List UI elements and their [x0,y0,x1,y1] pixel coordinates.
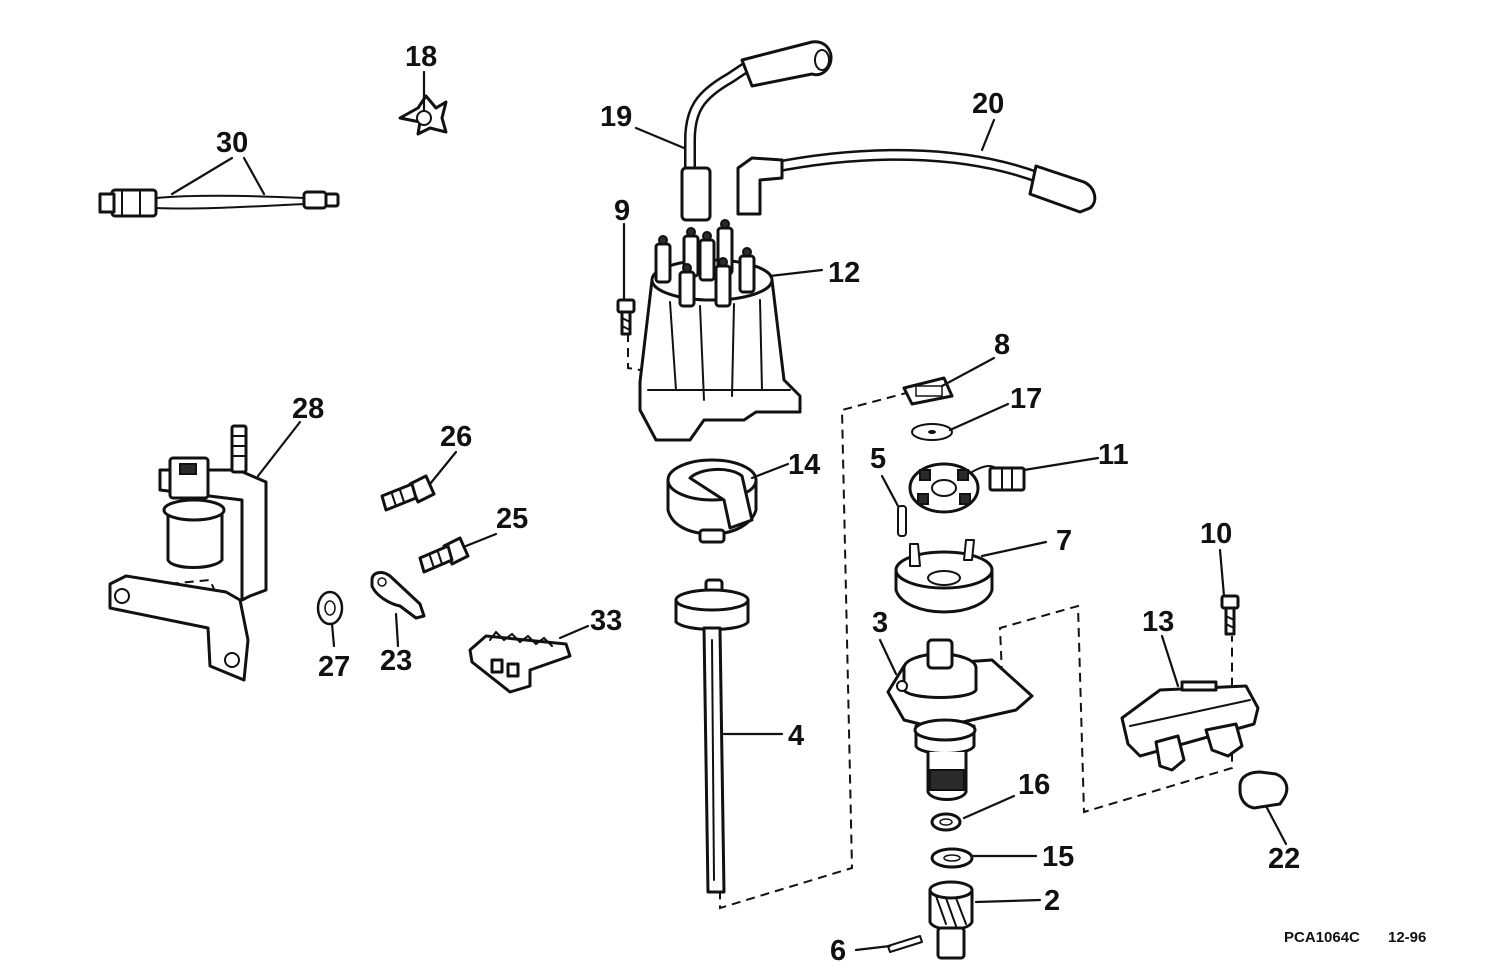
leader-6 [854,944,892,952]
part-7-pole-piece [894,539,994,614]
part-20-plug-lead [736,148,1097,216]
leader-8 [940,356,996,388]
part-6-roll-pin [887,935,923,953]
leader-26 [428,450,458,486]
part-9-screw [616,298,636,336]
part-12-distributor-cap [638,219,802,442]
part-28-ignition-coil [108,424,268,682]
part-19-coil-lead [680,40,833,222]
part-14-rotor [666,458,758,544]
part-27-washer [316,590,344,626]
leader-30b [242,156,266,196]
leader-3 [878,638,898,676]
date-code: 12-96 [1388,929,1426,946]
callout-26: 26 [440,421,472,453]
part-23-terminal [370,571,426,620]
callout-19: 19 [600,101,632,133]
leader-20 [980,118,996,152]
leader-11 [1022,456,1100,472]
callout-10: 10 [1200,518,1232,550]
part-4-shaft [674,578,750,894]
part-11-pickup-coil [908,462,1026,514]
part-10-screw [1220,594,1240,636]
part-3-housing [886,638,1034,801]
callout-30: 30 [216,127,248,159]
leader-30a [170,156,234,196]
callout-25: 25 [496,503,528,535]
callout-3: 3 [872,607,888,639]
callout-22: 22 [1268,843,1300,875]
part-8-plate [902,376,954,406]
callout-labels: 18 30 19 20 9 12 8 17 11 14 5 7 3 4 16 1… [216,41,1300,967]
part-22-cover [1238,770,1289,810]
leader-25 [464,532,498,548]
part-26-bolt [380,474,436,512]
leader-22 [1264,804,1288,846]
part-33-harness-clip [468,630,572,694]
callout-6: 6 [830,935,846,967]
callout-20: 20 [972,88,1004,120]
part-5-pin [897,505,907,537]
callout-8: 8 [994,329,1010,361]
callout-12: 12 [828,257,860,289]
drawing-code: PCA1064C [1284,929,1360,946]
leader-7 [980,540,1048,558]
part-17-washer [911,423,953,441]
callout-33: 33 [590,605,622,637]
leader-17 [948,402,1010,432]
callout-7: 7 [1056,525,1072,557]
part-30-wire-harness [98,188,340,218]
leader-23 [394,612,400,648]
callout-4: 4 [788,720,804,752]
part-25-bolt [418,536,470,574]
callout-11: 11 [1098,439,1129,471]
leader-14 [750,462,790,480]
callout-17: 17 [1010,383,1042,415]
callout-18: 18 [405,41,437,73]
part-16-washer [930,812,962,832]
part-2-drive-gear [928,880,974,960]
footer: PCA1064C 12-96 [1284,929,1426,946]
callout-14: 14 [788,449,820,481]
callout-23: 23 [380,645,412,677]
callout-2: 2 [1044,885,1060,917]
leader-5 [880,474,900,508]
leader-13 [1160,634,1180,688]
part-15-washer [930,847,974,869]
leader-12 [768,268,824,278]
guide-gasket-to-shaft [719,391,911,910]
callout-13: 13 [1142,606,1174,638]
callout-28: 28 [292,393,324,425]
part-13-ignition-module [1120,680,1260,772]
callout-27: 27 [318,651,350,683]
callout-9: 9 [614,195,630,227]
leader-16 [962,794,1016,820]
leader-19 [634,126,686,150]
leader-10 [1218,548,1226,598]
callout-5: 5 [870,443,886,475]
callout-16: 16 [1018,769,1050,801]
leader-2 [974,898,1042,904]
leader-27 [330,622,336,648]
leader-lines [170,70,1288,952]
callout-15: 15 [1042,841,1074,873]
leader-33 [558,624,590,640]
leader-28 [256,420,302,478]
